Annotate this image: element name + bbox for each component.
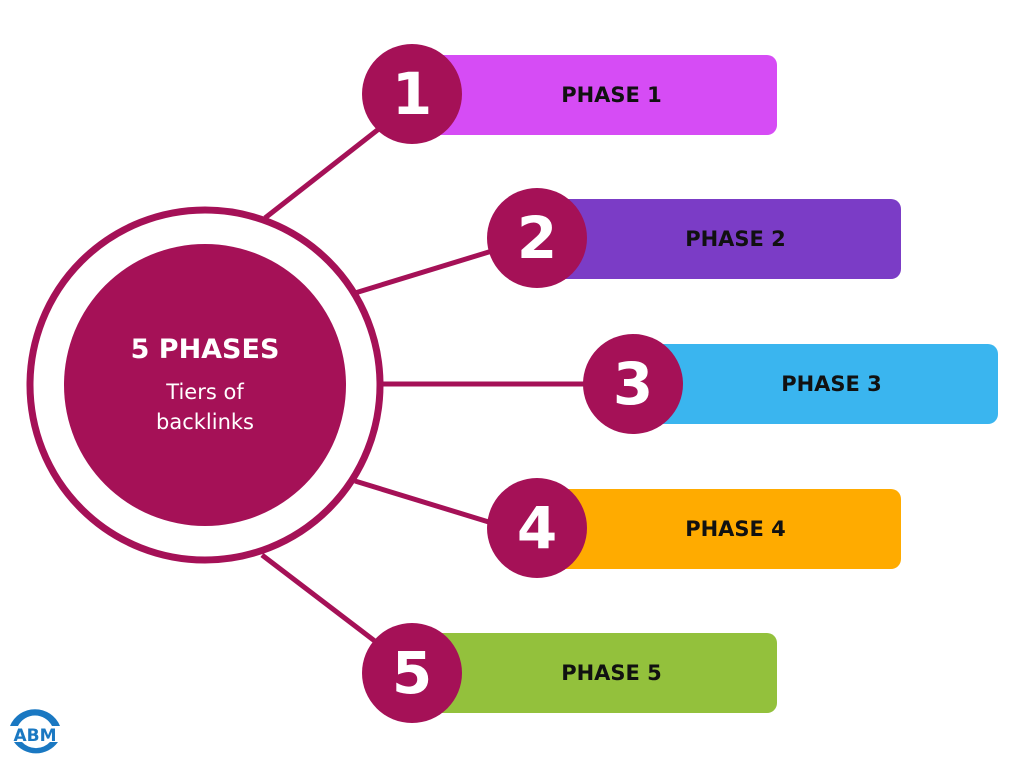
abm-logo: ABM <box>10 709 60 754</box>
phase-1-number: 1 <box>362 44 462 144</box>
phase-5-number: 5 <box>362 623 462 723</box>
phase-2-number: 2 <box>487 188 587 288</box>
hub-title: 5 PHASES <box>130 333 280 365</box>
phase-2-label: PHASE 2 <box>685 227 786 251</box>
phase-1-bar: PHASE 1 <box>430 55 777 135</box>
connector-5 <box>260 553 382 647</box>
center-hub: 5 PHASES Tiers of backlinks <box>64 244 346 526</box>
connector-1 <box>263 126 382 220</box>
connector-2 <box>354 248 493 296</box>
phase-2-bar: PHASE 2 <box>560 199 901 279</box>
phase-5-label: PHASE 5 <box>561 661 662 685</box>
phase-3-bar: PHASE 3 <box>655 344 998 424</box>
phase-1-label: PHASE 1 <box>561 83 662 107</box>
hub-subtitle: Tiers of backlinks <box>156 379 254 434</box>
phase-4-number: 4 <box>487 478 587 578</box>
svg-text:ABM: ABM <box>13 726 56 746</box>
phase-5-bar: PHASE 5 <box>430 633 777 713</box>
connector-4 <box>354 478 493 526</box>
phase-3-number: 3 <box>583 334 683 434</box>
phase-4-bar: PHASE 4 <box>560 489 901 569</box>
phase-3-label: PHASE 3 <box>781 372 882 396</box>
phase-4-label: PHASE 4 <box>685 517 786 541</box>
